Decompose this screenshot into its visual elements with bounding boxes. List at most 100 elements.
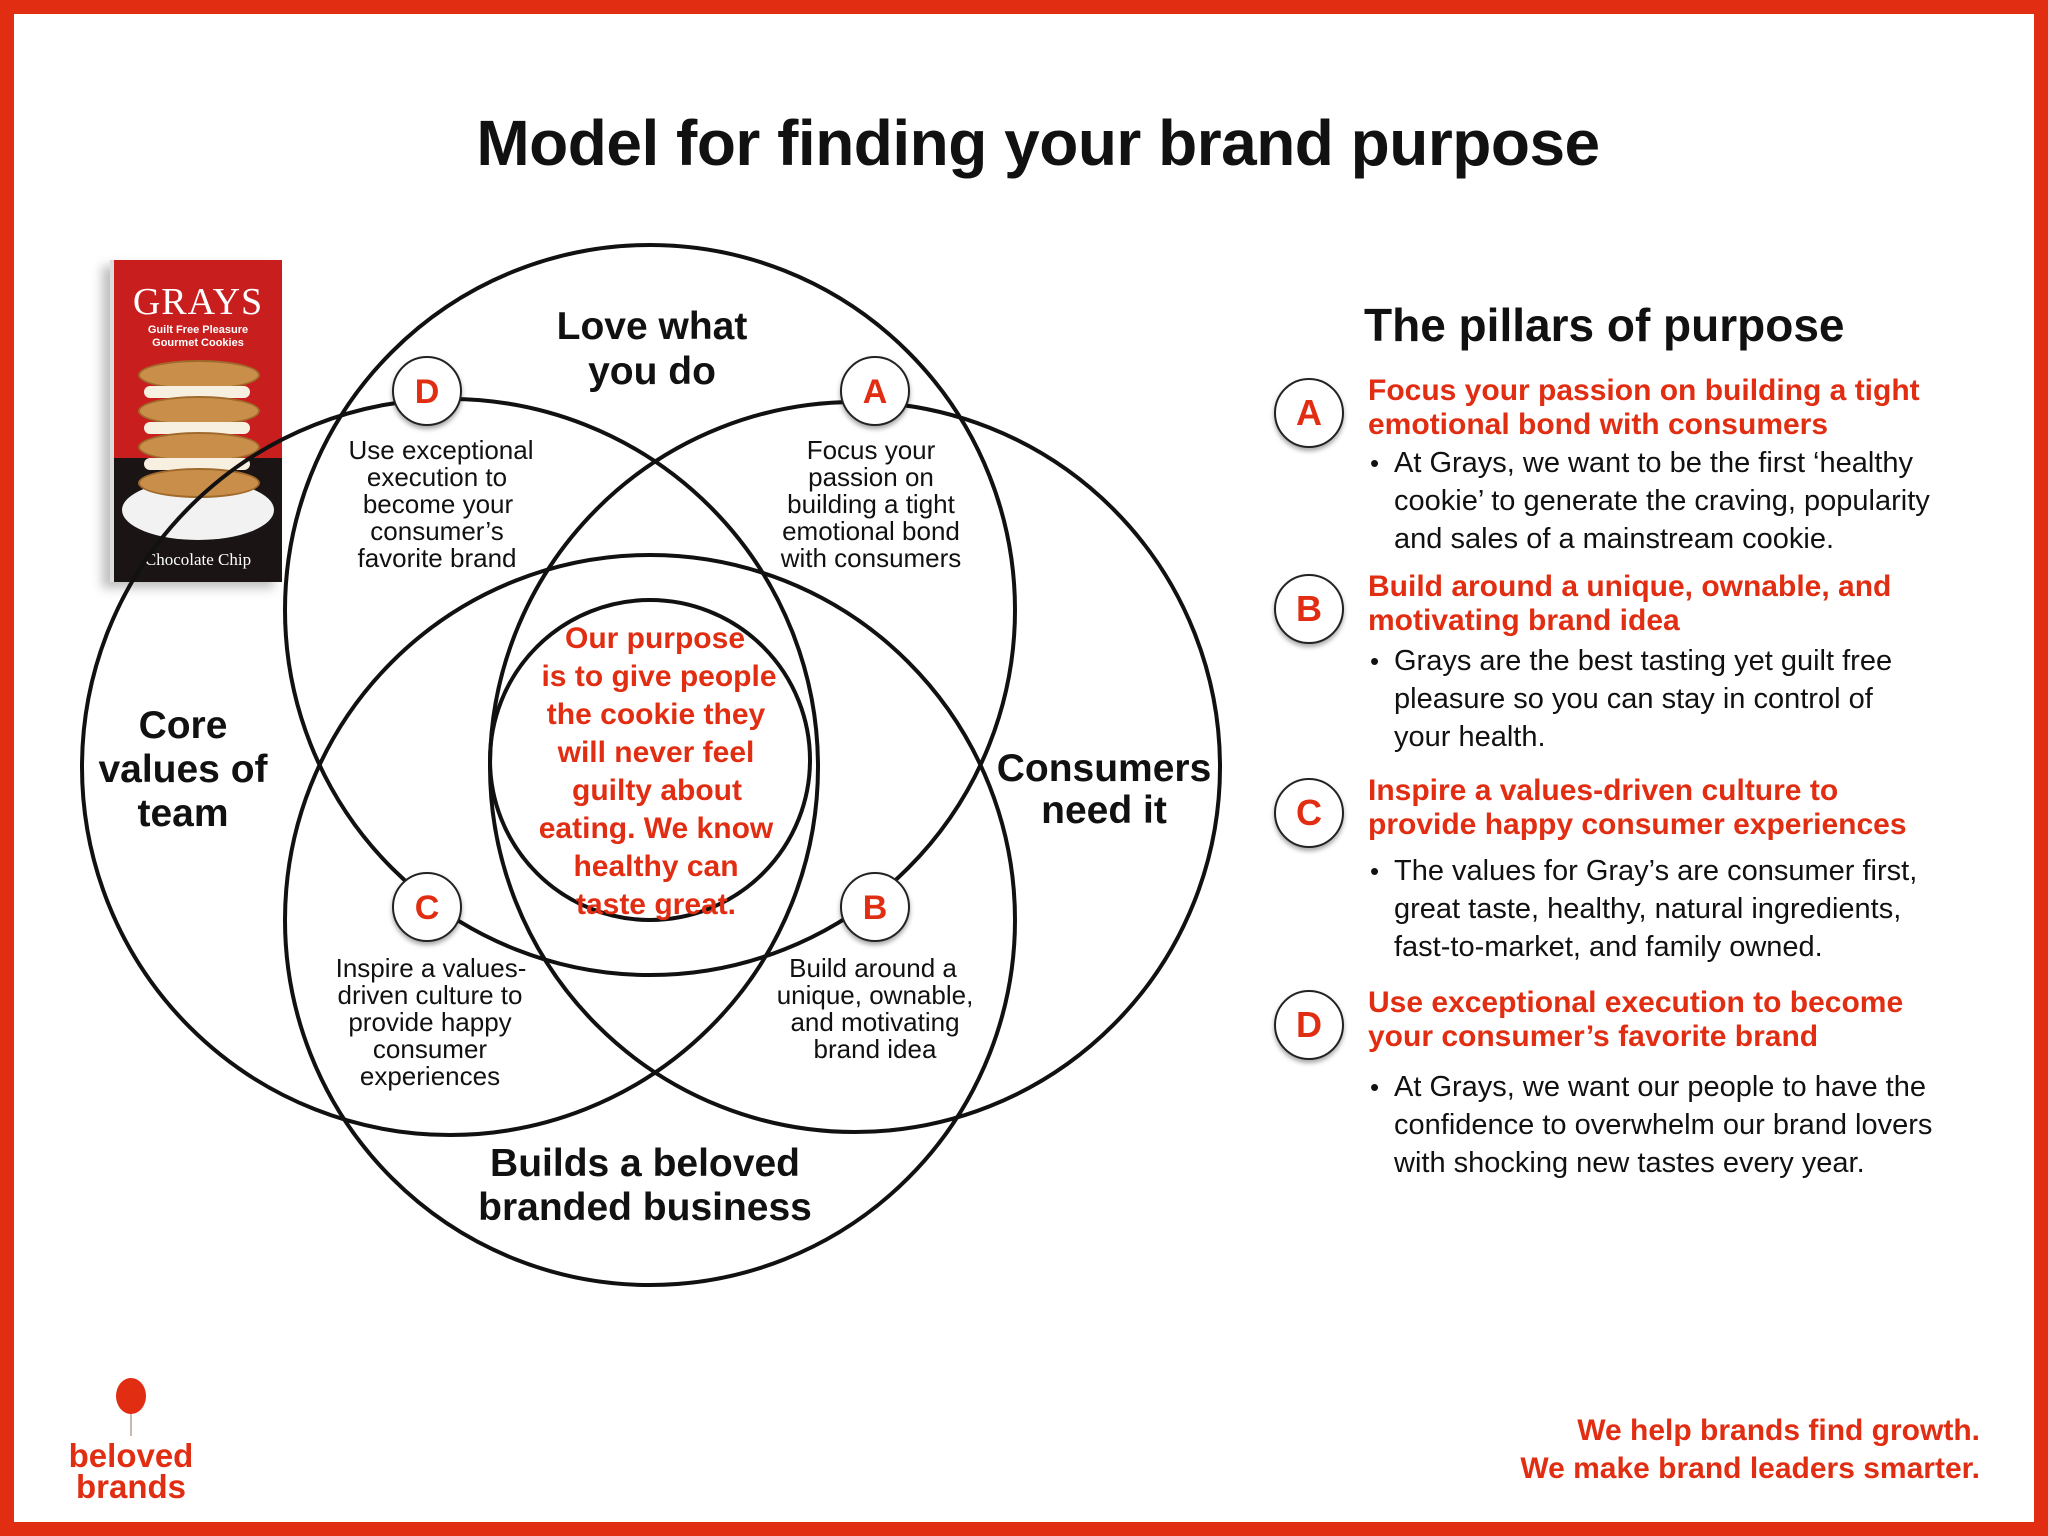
pillar-heading-line: emotional bond with consumers xyxy=(1368,408,1829,441)
venn-circle-business xyxy=(283,553,1017,1287)
intersection-text-c: Inspire a values- driven culture to prov… xyxy=(336,953,527,1091)
pillar-heading-line: your consumer’s favorite brand xyxy=(1368,1020,1819,1053)
pillar-heading: Inspire a values-driven culture to provi… xyxy=(1368,774,2008,842)
purpose-statement: Our purpose is to give people the cookie… xyxy=(539,622,777,921)
purpose-line: will never feel xyxy=(557,736,755,769)
pillar-body-line: At Grays, we want our people to have the xyxy=(1394,1071,1926,1103)
beloved-brands-logo: beloved brands xyxy=(58,1376,204,1506)
pillar-body-line: The values for Gray’s are consumer first… xyxy=(1394,855,1918,887)
page-title: Model for finding your brand purpose xyxy=(476,107,1600,179)
intersection-a-line: passion on xyxy=(808,462,934,492)
intersection-b-line: Build around a xyxy=(789,953,957,983)
label-values-line-3: team xyxy=(137,792,228,835)
pillar-heading-line: Inspire a values-driven culture to xyxy=(1368,774,1839,807)
intersection-a-line: with consumers xyxy=(780,543,962,573)
pillar-badge: D xyxy=(1274,990,1344,1060)
purpose-line: eating. We know xyxy=(539,812,774,845)
label-business-line-2: branded business xyxy=(478,1186,812,1229)
purpose-line: the cookie they xyxy=(547,698,766,731)
pillar-heading-line: motivating brand idea xyxy=(1368,604,1680,637)
intersection-text-d: Use exceptional execution to become your… xyxy=(349,435,534,573)
label-consumers-line-2: need it xyxy=(1041,789,1167,832)
product-flavor: Chocolate Chip xyxy=(144,550,252,569)
badge-b: B xyxy=(840,872,910,942)
venn-circle-love xyxy=(283,243,1017,977)
pillar-heading-line: Focus your passion on building a tight xyxy=(1368,374,1920,407)
bullet: • xyxy=(1370,856,1380,886)
pillar-body-line: confidence to overwhelm our brand lovers xyxy=(1394,1109,1933,1141)
pillar-body: At Grays, we want to be the first ‘healt… xyxy=(1394,444,2004,558)
pillars-title: The pillars of purpose xyxy=(1364,299,1845,351)
badge-d: D xyxy=(392,356,462,426)
product-box-image: GRAYS Guilt Free Pleasure Gourmet Cookie… xyxy=(110,260,282,582)
intersection-a-line: Focus your xyxy=(807,435,936,465)
label-business-line-1: Builds a beloved xyxy=(490,1142,800,1185)
cookie-cream xyxy=(144,386,250,398)
cookie-cream xyxy=(144,422,250,434)
tagline-line-1: We help brands find growth. xyxy=(1577,1414,1980,1447)
pillar-badge: C xyxy=(1274,778,1344,848)
intersection-b-line: and motivating xyxy=(790,1007,959,1037)
intersection-d-line: consumer’s xyxy=(370,516,503,546)
intersection-c-line: Inspire a values- xyxy=(336,953,527,983)
pillar-body-line: fast-to-market, and family owned. xyxy=(1394,931,1823,963)
intersection-c-line: driven culture to xyxy=(338,980,523,1010)
pillar-heading-line: Build around a unique, ownable, and xyxy=(1368,570,1892,603)
badge-a: A xyxy=(840,356,910,426)
label-love-line-2: you do xyxy=(588,350,716,393)
tagline-line-2: We make brand leaders smarter. xyxy=(1520,1452,1980,1485)
intersection-c-line: consumer xyxy=(373,1034,487,1064)
pillar-body-line: and sales of a mainstream cookie. xyxy=(1394,523,1835,555)
badge-c-letter: C xyxy=(415,889,440,927)
badge-d-letter: D xyxy=(415,373,440,411)
cookie xyxy=(138,360,260,390)
purpose-line: guilty about xyxy=(572,774,742,807)
intersection-b-line: unique, ownable, xyxy=(777,980,974,1010)
balloon-string xyxy=(130,1414,132,1436)
pillar-heading: Focus your passion on building a tight e… xyxy=(1368,374,2008,442)
label-values-line-1: Core xyxy=(139,704,228,747)
purpose-line: healthy can xyxy=(573,850,738,883)
pillar-badge: A xyxy=(1274,378,1344,448)
cookie xyxy=(138,396,260,426)
logo-wordmark: beloved brands xyxy=(58,1437,204,1503)
intersection-text-a: Focus your passion on building a tight e… xyxy=(780,435,962,573)
pillar-body-line: At Grays, we want to be the first ‘healt… xyxy=(1394,447,1914,479)
pillar-body: At Grays, we want our people to have the… xyxy=(1394,1068,2004,1182)
pillar-body-line: your health. xyxy=(1394,721,1546,753)
cookie-cream xyxy=(144,458,250,470)
product-brand: GRAYS xyxy=(132,281,264,323)
purpose-line: Our purpose xyxy=(565,622,745,655)
intersection-d-line: execution to xyxy=(367,462,507,492)
pillar-heading-line: provide happy consumer experiences xyxy=(1368,808,1907,841)
intersection-d-line: Use exceptional xyxy=(349,435,534,465)
venn-diagram: Love what you do Core values of team Con… xyxy=(80,243,1222,1287)
badge-b-letter: B xyxy=(863,889,888,927)
intersection-c-line: provide happy xyxy=(348,1007,511,1037)
pillar-body-line: Grays are the best tasting yet guilt fre… xyxy=(1394,645,1893,677)
balloon-icon xyxy=(116,1378,146,1414)
product-tagline-line-2: Gourmet Cookies xyxy=(152,337,244,349)
logo-line-1: beloved xyxy=(68,1437,194,1474)
bullet: • xyxy=(1370,646,1380,676)
intersection-d-line: favorite brand xyxy=(358,543,517,573)
intersection-b-line: brand idea xyxy=(814,1034,937,1064)
product-tagline-line-1: Guilt Free Pleasure xyxy=(147,324,249,336)
label-consumers-line-1: Consumers xyxy=(997,747,1212,790)
intersection-a-line: emotional bond xyxy=(782,516,960,546)
pillar-body: Grays are the best tasting yet guilt fre… xyxy=(1394,642,2004,756)
pillar-heading-line: Use exceptional execution to become xyxy=(1368,986,1904,1019)
label-values-line-2: values of xyxy=(98,748,268,791)
pillar-body-line: great taste, healthy, natural ingredient… xyxy=(1394,893,1902,925)
pillar-body: The values for Gray’s are consumer first… xyxy=(1394,852,2004,966)
product-tagline: Guilt Free Pleasure Gourmet Cookies xyxy=(114,324,282,350)
purpose-line: is to give people xyxy=(541,660,776,693)
pillar-heading: Use exceptional execution to become your… xyxy=(1368,986,2008,1054)
bullet: • xyxy=(1370,448,1380,478)
intersection-text-b: Build around a unique, ownable, and moti… xyxy=(777,953,974,1064)
pillar-heading: Build around a unique, ownable, and moti… xyxy=(1368,570,2008,638)
bullet: • xyxy=(1370,1072,1380,1102)
badge-c: C xyxy=(392,872,462,942)
pillar-badge: B xyxy=(1274,574,1344,644)
